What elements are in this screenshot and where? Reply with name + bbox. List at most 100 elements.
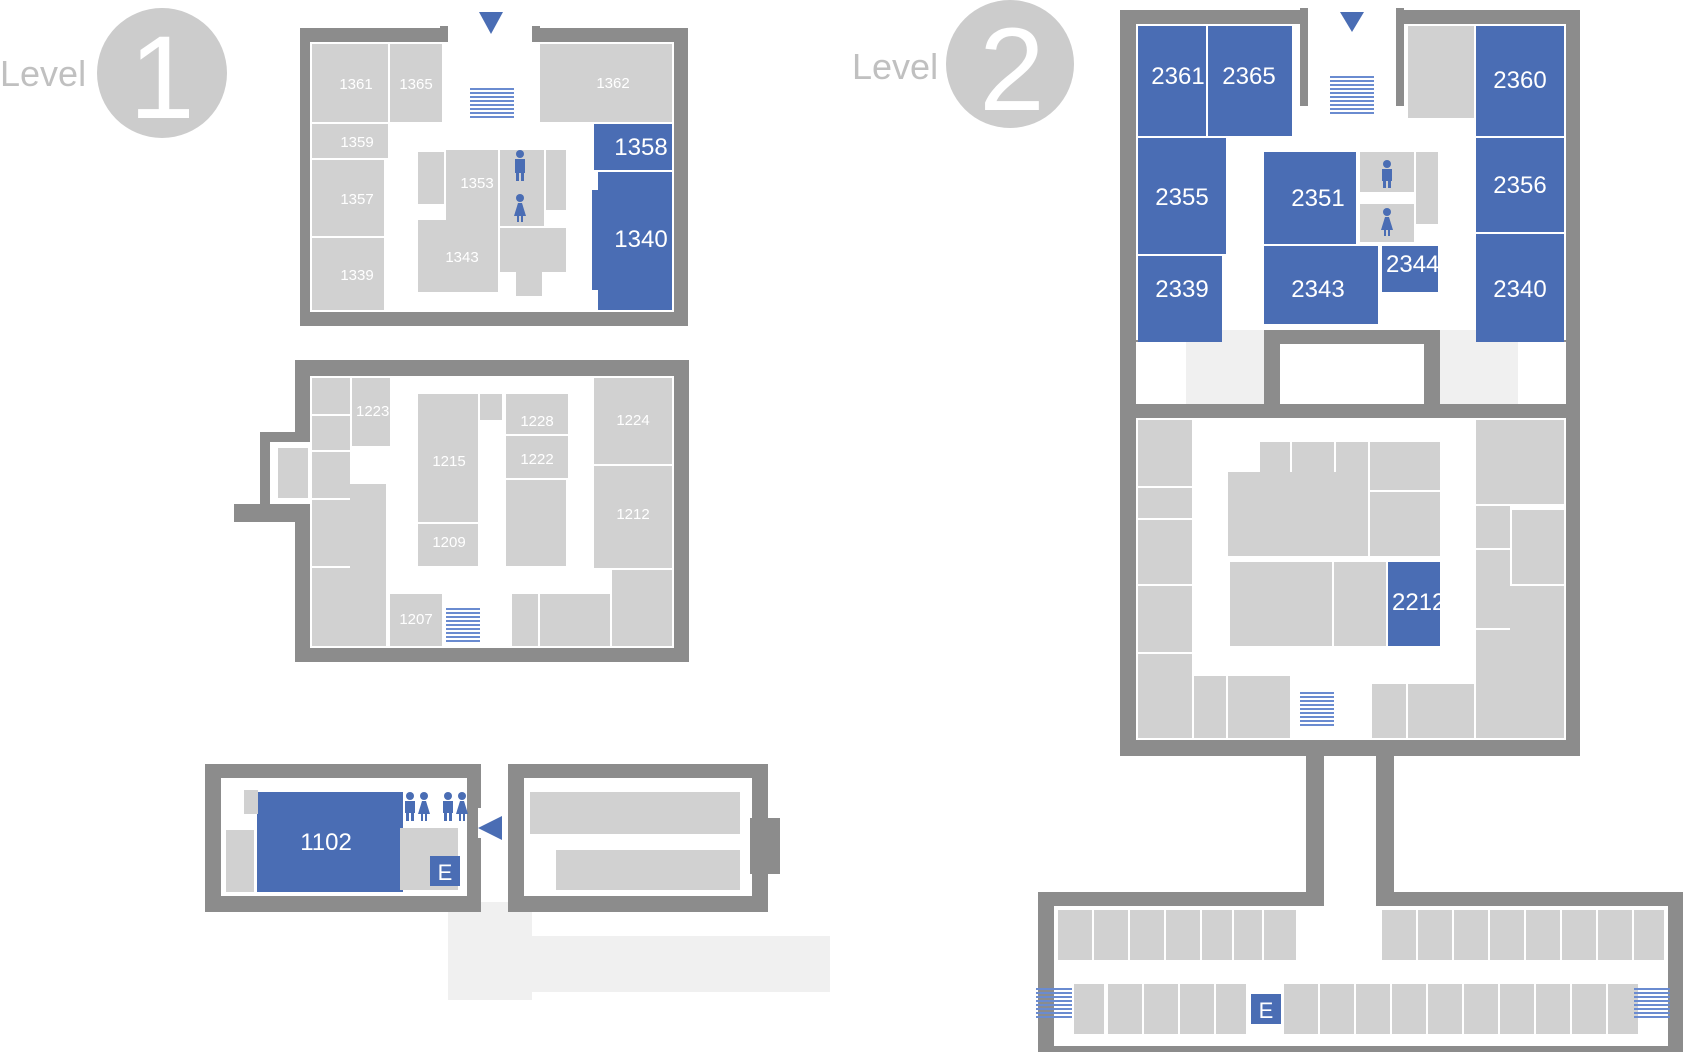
room-south-2 xyxy=(540,594,610,646)
room-label: 2344 xyxy=(1386,251,1439,278)
room-1339[interactable] xyxy=(312,238,384,310)
room-label: 1222 xyxy=(520,451,553,468)
room-1362[interactable] xyxy=(540,44,672,122)
room-label: 1340 xyxy=(614,226,667,253)
stairs-icon xyxy=(1634,986,1670,1020)
restroom-women-icon xyxy=(1381,208,1393,236)
room-label: 1207 xyxy=(399,611,432,628)
room-se xyxy=(612,570,672,646)
room-service-2 xyxy=(516,268,542,296)
room-label: 2360 xyxy=(1493,67,1546,94)
room-nw-small xyxy=(244,790,258,814)
restroom-women-icon xyxy=(418,792,430,821)
restroom-women-icon xyxy=(514,194,526,222)
room-1222[interactable] xyxy=(506,436,568,478)
room-2340[interactable] xyxy=(1476,234,1564,342)
room-2212[interactable] xyxy=(1388,562,1440,646)
room-label: 2351 xyxy=(1291,185,1344,212)
room-1361[interactable] xyxy=(312,44,388,122)
level-2-map: Level 2 xyxy=(852,0,1683,1052)
room-1207[interactable] xyxy=(390,594,442,646)
room-1228[interactable] xyxy=(506,394,568,434)
room-1215[interactable] xyxy=(418,394,478,522)
stairs-icon xyxy=(446,606,480,642)
room-west-2 xyxy=(312,416,350,450)
room-label: 1209 xyxy=(432,534,465,551)
room-2343[interactable] xyxy=(1264,246,1378,324)
room-1357[interactable] xyxy=(312,160,384,236)
level-1-number: 1 xyxy=(129,12,195,144)
elevator-label: E xyxy=(1259,998,1274,1023)
level-1-label: Level xyxy=(0,53,86,94)
corridor-faded xyxy=(530,936,830,992)
room-2361[interactable] xyxy=(1138,26,1206,136)
room-1102[interactable] xyxy=(257,792,403,892)
level-1-middle-building: 1223 1215 1228 1222 1224 1212 1209 1207 xyxy=(234,360,689,662)
room-west-4 xyxy=(312,500,350,566)
room-1343[interactable] xyxy=(418,220,498,292)
corridor-faded xyxy=(448,902,532,1000)
room-label: 2340 xyxy=(1493,276,1546,303)
room-1358[interactable] xyxy=(594,124,672,170)
level-2-label: Level xyxy=(852,46,938,87)
room-west-5 xyxy=(312,568,350,646)
room-label: 1359 xyxy=(340,134,373,151)
room-1353[interactable] xyxy=(446,150,498,224)
room-small-top xyxy=(480,394,502,420)
room-label: 1102 xyxy=(300,829,352,856)
level-1-south-building: E 1102 xyxy=(205,764,830,1000)
level-1-north-building: 1361 1365 1362 1359 1357 1339 1353 1343 … xyxy=(300,12,688,326)
room-1223[interactable] xyxy=(352,378,390,446)
room-1359[interactable] xyxy=(312,124,388,158)
room-label: 1223 xyxy=(356,403,389,420)
restroom-women-icon xyxy=(456,792,468,821)
restroom-block-2 xyxy=(546,150,566,210)
room-label: 1212 xyxy=(616,506,649,523)
room-label: 1357 xyxy=(340,191,373,208)
room-label: 1365 xyxy=(399,76,432,93)
room-label: 1224 xyxy=(616,412,649,429)
room-label: 1362 xyxy=(596,75,629,92)
entrance-arrow-icon xyxy=(1340,12,1364,32)
stairs-icon xyxy=(1330,76,1374,114)
elevator-icon xyxy=(1251,994,1281,1024)
room-east-mid xyxy=(506,480,566,566)
room-label: 2356 xyxy=(1493,172,1546,199)
restroom-men-icon xyxy=(515,150,525,181)
room-service xyxy=(500,228,566,272)
room-label: 1339 xyxy=(340,267,373,284)
room-2344[interactable] xyxy=(1382,246,1438,292)
level-2-number: 2 xyxy=(979,4,1045,136)
room-label: 2212 xyxy=(1392,589,1445,616)
south-bottom-rooms xyxy=(1074,984,1638,1034)
room-2365[interactable] xyxy=(1208,26,1292,136)
elevator-label: E xyxy=(438,860,453,885)
stairs-icon xyxy=(1036,986,1072,1020)
level-2-badge xyxy=(946,0,1074,128)
restroom-men-icon xyxy=(443,792,453,821)
south-top-rooms xyxy=(1058,910,1664,960)
room-1365[interactable] xyxy=(390,44,442,122)
entrance-arrow-icon xyxy=(478,816,502,840)
room-1212[interactable] xyxy=(594,466,672,568)
room-2339[interactable] xyxy=(1138,256,1222,342)
room-1224[interactable] xyxy=(594,378,672,464)
elevator-icon xyxy=(430,856,460,886)
room-label: 2343 xyxy=(1291,276,1344,303)
room-west-6 xyxy=(350,484,386,646)
room-2351[interactable] xyxy=(1264,152,1356,244)
room-1209[interactable] xyxy=(418,524,478,566)
stairs-icon xyxy=(1300,690,1334,726)
room-label: 1228 xyxy=(520,413,553,430)
room-1340[interactable] xyxy=(598,172,672,310)
room-2356[interactable] xyxy=(1476,138,1564,232)
room-label: 1358 xyxy=(614,134,667,161)
room-label: 1215 xyxy=(432,453,465,470)
entrance-arrow-icon xyxy=(479,12,503,34)
room-label: 2339 xyxy=(1155,276,1208,303)
level-1-map: Level 1 xyxy=(0,8,830,1000)
room-2355[interactable] xyxy=(1138,138,1226,254)
room-west-3 xyxy=(312,452,350,498)
room-2360[interactable] xyxy=(1476,26,1564,136)
